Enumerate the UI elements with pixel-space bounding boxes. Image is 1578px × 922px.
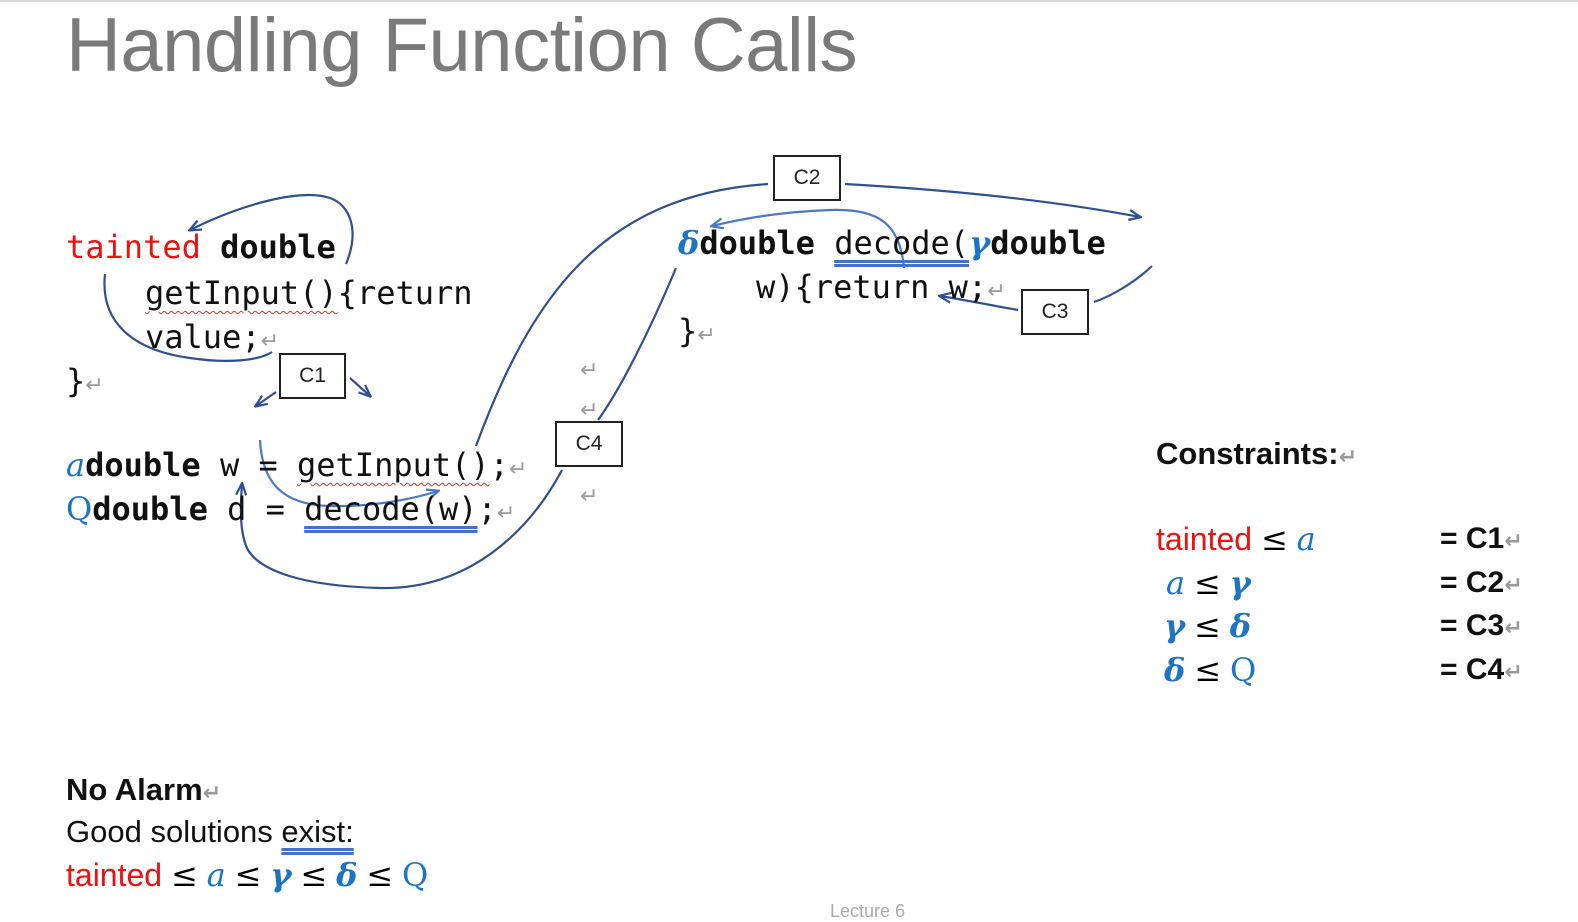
code-line-getinput-sig: tainted double <box>66 228 336 266</box>
constraint-label-4: = C4↵ <box>1440 653 1523 686</box>
footer-lecture: Lecture 6 <box>830 901 906 921</box>
arrow-c3-to-w <box>940 296 1019 312</box>
arrow-return-to-delta <box>712 208 906 269</box>
constraint-row-3: γ ≤ δ <box>1164 607 1252 645</box>
return-mark: ↵ <box>580 358 599 383</box>
return-mark: ↵ <box>260 329 280 354</box>
return-mark: ↵ <box>987 279 1006 304</box>
constraint-label-1: = C1↵ <box>1440 522 1523 555</box>
return-mark: ↵ <box>580 484 599 509</box>
fn-decode: decode( <box>834 224 970 262</box>
arrow-c3-curve <box>1093 265 1153 304</box>
label-alpha: a <box>66 446 86 484</box>
box-c3: C3 <box>1021 289 1089 335</box>
constraints-header: Constraints:↵ <box>1156 436 1358 471</box>
code-line-d-assign: Qdouble d = decode(w);↵ <box>66 490 516 528</box>
label-delta: δ <box>678 224 700 262</box>
constraint-row-1: tainted ≤ a <box>1156 520 1316 558</box>
code-line-getinput-body: getInput(){return <box>145 274 473 312</box>
slide-title: Handling Function Calls <box>66 3 858 88</box>
top-border <box>0 0 1578 2</box>
return-mark: ↵ <box>697 323 716 348</box>
label-Q: Q <box>66 490 93 528</box>
code-line-decode-sig: δdouble decode(γdouble <box>678 224 1106 262</box>
return-mark: ↵ <box>85 373 104 398</box>
constraint-row-4: δ ≤ Q <box>1164 651 1257 689</box>
code-line-close-2: }↵ <box>678 312 716 350</box>
label-gamma: γ <box>969 224 991 262</box>
arrow-delta-to-c4 <box>597 267 678 421</box>
arrow-c1-loop <box>103 273 273 362</box>
good-solutions-line: Good solutions exist: <box>66 814 354 849</box>
arrow-c1-left <box>256 391 277 406</box>
no-alarm-label: No Alarm↵ <box>66 772 222 807</box>
code-line-value: value;↵ <box>145 318 280 356</box>
code-line-decode-body: w){return w;↵ <box>756 268 1006 306</box>
fn-getinput: getInput() <box>145 274 338 312</box>
constraint-row-2: a ≤ γ <box>1166 564 1251 602</box>
arrow-c1-right <box>349 377 370 396</box>
call-getinput: getInput() <box>297 446 490 484</box>
box-c4: C4 <box>555 421 623 467</box>
box-c1: C1 <box>279 353 346 399</box>
arrow-c2-to-gamma <box>844 182 1140 217</box>
return-mark: ↵ <box>508 457 528 482</box>
arrow-c4-to-d <box>241 469 563 590</box>
arrow-self-tainted <box>190 194 354 265</box>
return-mark: ↵ <box>496 501 516 526</box>
constraint-label-3: = C3↵ <box>1440 609 1523 642</box>
call-decode: decode(w) <box>304 490 478 528</box>
arrow-getinput-to-c2 <box>474 182 769 447</box>
code-line-close-1: }↵ <box>66 362 104 400</box>
label-tainted: tainted <box>66 228 201 266</box>
box-c2: C2 <box>773 155 841 201</box>
code-line-w-assign: adouble w = getInput();↵ <box>66 446 528 484</box>
constraint-label-2: = C2↵ <box>1440 566 1523 599</box>
solution-chain: tainted ≤ a ≤ γ ≤ δ ≤ Q <box>66 856 429 894</box>
return-mark: ↵ <box>580 398 599 423</box>
arrow-w-to-decode <box>258 439 438 508</box>
keyword-double: double <box>220 228 336 266</box>
